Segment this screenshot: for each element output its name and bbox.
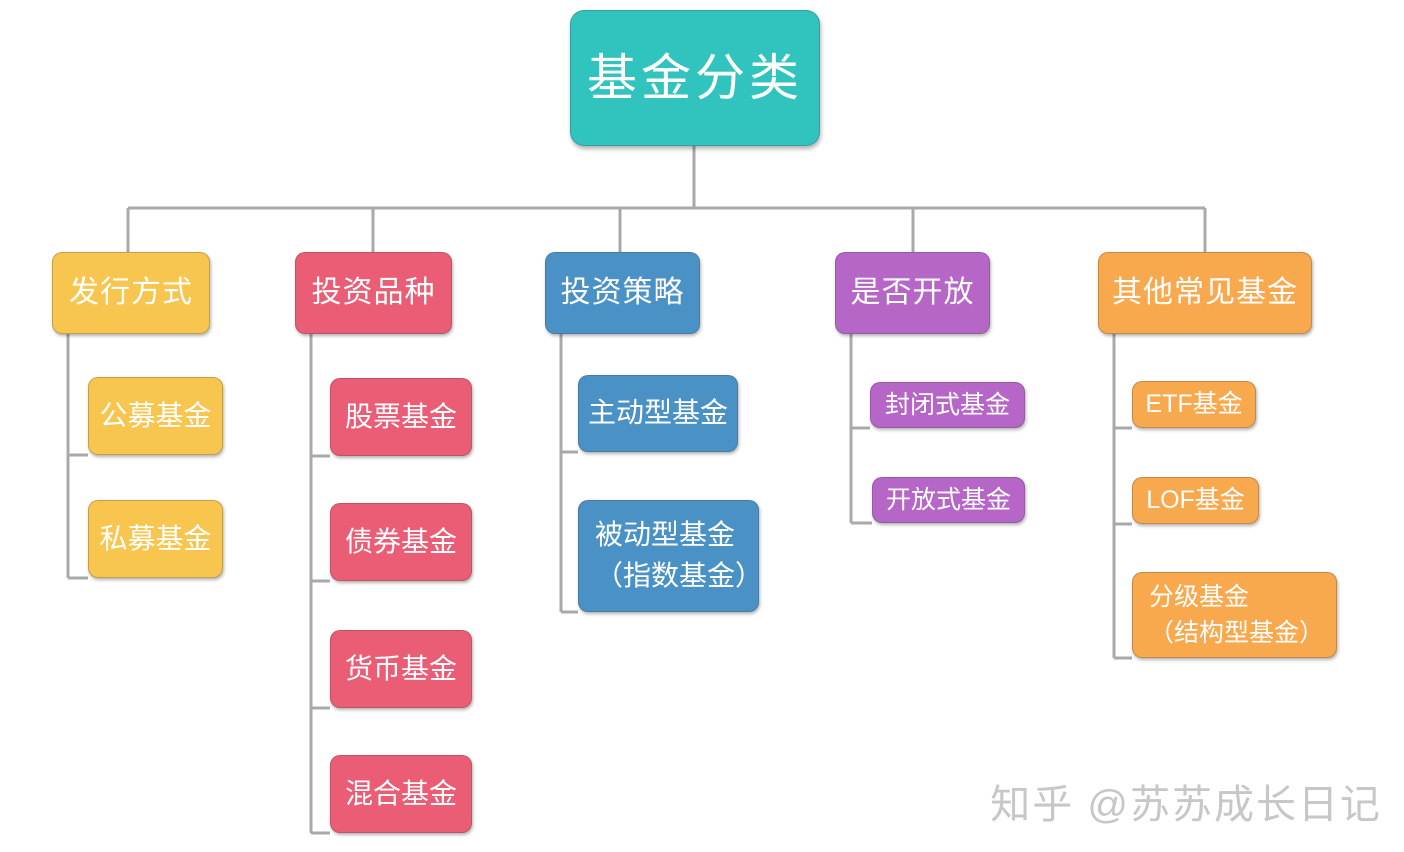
node-issuance-method: 发行方式 xyxy=(52,252,210,334)
node-hybrid-fund: 混合基金 xyxy=(330,755,472,833)
node-label-line: 债券基金 xyxy=(344,525,457,557)
node-label-line: 开放式基金 xyxy=(885,485,1011,514)
node-open-end-fund: 开放式基金 xyxy=(872,477,1025,523)
node-label-line: 私募基金 xyxy=(99,522,212,554)
node-label-line: ETF基金 xyxy=(1145,390,1243,419)
branch-label: 发行方式 xyxy=(69,276,193,310)
node-structured-fund: 分级基金 （结构型基金） xyxy=(1132,572,1337,658)
node-public-fund: 公募基金 xyxy=(88,377,223,455)
node-bond-fund: 债券基金 xyxy=(330,503,472,581)
node-lof-fund: LOF基金 xyxy=(1132,477,1259,524)
node-label-line: 主动型基金 xyxy=(587,397,728,429)
node-stock-fund: 股票基金 xyxy=(330,378,472,456)
branch-label: 其他常见基金 xyxy=(1112,276,1298,310)
watermark-zhihu: 知乎 @苏苏成长日记 xyxy=(990,783,1382,827)
node-passive-index-fund: 被动型基金 （指数基金） xyxy=(578,500,763,612)
node-label-line: （指数基金） xyxy=(595,560,764,591)
node-label-line: （结构型基金） xyxy=(1149,619,1325,647)
node-money-market-fund: 货币基金 xyxy=(330,630,472,708)
node-investment-type: 投资品种 xyxy=(295,252,452,334)
node-label-line: 公募基金 xyxy=(99,399,212,431)
node-label-line: 股票基金 xyxy=(344,400,457,432)
node-label-line: 封闭式基金 xyxy=(884,390,1010,419)
node-label-line: 货币基金 xyxy=(344,652,457,684)
node-active-fund: 主动型基金 xyxy=(578,375,738,452)
node-label-line: 分级基金 xyxy=(1149,582,1250,611)
node-label-line: 被动型基金 xyxy=(595,519,736,551)
node-private-fund: 私募基金 xyxy=(88,500,223,578)
node-closed-end-fund: 封闭式基金 xyxy=(870,382,1025,428)
node-other-common-funds: 其他常见基金 xyxy=(1098,252,1312,334)
branch-label: 投资策略 xyxy=(560,276,685,310)
node-label-line: 混合基金 xyxy=(344,777,457,809)
node-etf-fund: ETF基金 xyxy=(1132,381,1256,428)
node-label-line: LOF基金 xyxy=(1146,486,1245,515)
node-open-or-closed: 是否开放 xyxy=(835,252,990,334)
root-label: 基金分类 xyxy=(587,49,803,106)
node-investment-strategy: 投资策略 xyxy=(545,252,700,334)
branch-label: 是否开放 xyxy=(850,276,975,310)
branch-label: 投资品种 xyxy=(311,276,436,310)
node-fund-classification: 基金分类 xyxy=(570,10,820,146)
